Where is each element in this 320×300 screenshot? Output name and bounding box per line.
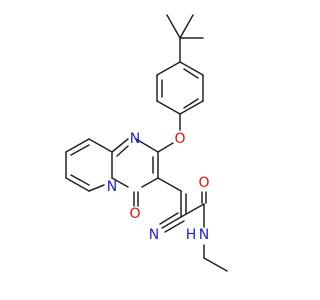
bond xyxy=(135,138,159,153)
atom-label-hydrogen: H xyxy=(186,227,197,243)
bond xyxy=(164,220,185,233)
bond xyxy=(65,177,90,192)
bond xyxy=(179,61,204,76)
bond xyxy=(111,177,129,188)
bond xyxy=(141,177,159,188)
bond-layer xyxy=(65,14,228,272)
bond xyxy=(183,68,199,79)
bond xyxy=(111,138,129,153)
atom-label-nitrogen: N xyxy=(149,227,159,243)
bond xyxy=(88,184,105,192)
atom-label-nitrogen: N xyxy=(107,179,117,195)
bond xyxy=(156,100,181,115)
bond xyxy=(70,144,90,156)
bond xyxy=(179,100,204,115)
bond xyxy=(180,203,205,218)
bond xyxy=(157,177,182,192)
bond xyxy=(159,212,179,225)
molecule-structure: N N O O O N N H xyxy=(65,14,228,272)
bond xyxy=(166,14,181,39)
atom-label-oxygen: O xyxy=(174,131,185,147)
bond xyxy=(156,61,181,76)
bond xyxy=(157,142,174,153)
bond xyxy=(203,257,228,272)
bond xyxy=(183,98,199,109)
bond xyxy=(88,138,113,153)
atom-label-oxygen: O xyxy=(198,175,209,191)
atom-label-oxygen: O xyxy=(129,206,140,222)
bond xyxy=(65,138,90,153)
atom-label-layer: N N O O O N N H xyxy=(107,131,210,243)
bond xyxy=(179,14,194,39)
bond xyxy=(161,216,182,229)
bond xyxy=(116,145,129,157)
bond xyxy=(70,174,90,186)
atom-label-nitrogen: N xyxy=(130,131,140,147)
atom-label-nitrogen: N xyxy=(199,227,209,243)
